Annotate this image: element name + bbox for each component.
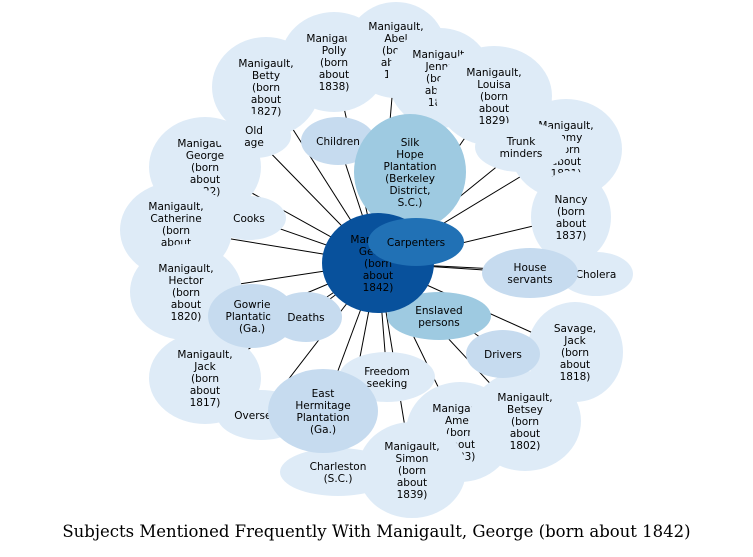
node-charleston[interactable]: Charleston(S.C.)	[280, 448, 396, 496]
node-bubble	[212, 37, 320, 137]
node-bubble	[280, 448, 396, 496]
node-bubble	[475, 122, 567, 172]
node-bubble	[469, 371, 581, 471]
node-bubble	[217, 114, 291, 158]
node-bubble	[368, 218, 464, 266]
node-carpenters[interactable]: Carpenters	[368, 218, 464, 266]
node-bubble	[208, 284, 296, 348]
node-label: Cholera	[576, 269, 617, 281]
node-bubble	[358, 422, 466, 518]
node-drivers[interactable]: Drivers	[466, 330, 540, 378]
node-bubble	[387, 292, 491, 340]
node-cholera[interactable]: Cholera	[559, 252, 633, 296]
node-bubble	[466, 330, 540, 378]
node-bubble	[354, 114, 466, 230]
node-bubble	[270, 292, 342, 342]
node-label: Cooks	[233, 213, 265, 225]
node-bubble	[531, 171, 611, 263]
node-label: Drivers	[484, 349, 522, 361]
node-cooks[interactable]: Cooks	[212, 196, 286, 240]
node-label: Children	[316, 136, 360, 148]
node-bubble	[212, 196, 286, 240]
node-bubble	[482, 248, 578, 298]
node-label: Carpenters	[387, 237, 445, 249]
node-bubble	[268, 369, 378, 453]
node-bubble	[301, 117, 375, 165]
node-bubble	[559, 252, 633, 296]
node-children[interactable]: Children	[301, 117, 375, 165]
diagram-title: Subjects Mentioned Frequently With Manig…	[62, 522, 691, 541]
node-label: Charleston(S.C.)	[310, 461, 367, 485]
node-label: Deaths	[287, 312, 324, 324]
node-deaths[interactable]: Deaths	[270, 292, 342, 342]
